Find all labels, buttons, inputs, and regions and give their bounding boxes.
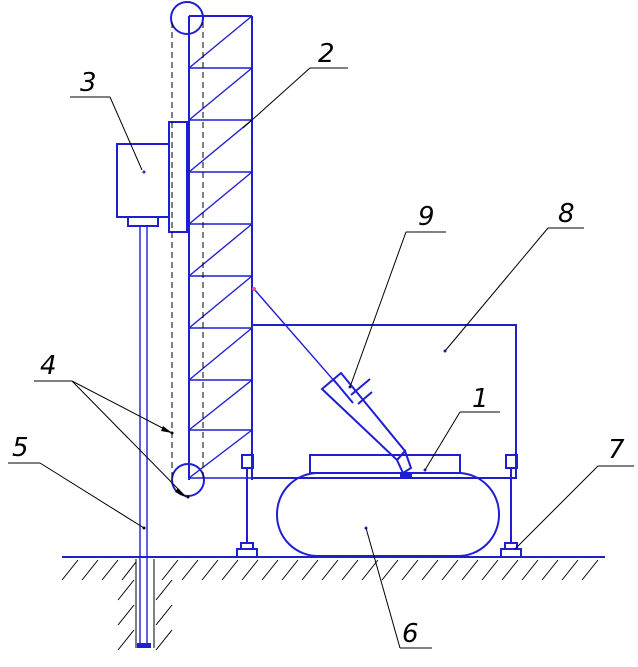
callout-8-label: 8 xyxy=(558,199,575,229)
callout-9: 9 xyxy=(349,202,446,388)
callout-7-label: 7 xyxy=(608,435,625,465)
callout-3: 3 xyxy=(70,68,143,171)
callout-4-label: 4 xyxy=(40,351,57,381)
left-outrigger xyxy=(236,454,258,558)
ground xyxy=(61,556,605,581)
hydraulic-cylinder xyxy=(252,287,413,477)
callout-9-label: 9 xyxy=(418,202,435,232)
callout-6-label: 6 xyxy=(402,619,419,649)
callout-7: 7 xyxy=(514,435,634,550)
callout-5: 5 xyxy=(8,433,146,530)
mast xyxy=(188,15,253,480)
top-sheave xyxy=(170,1,204,35)
callout-2-label: 2 xyxy=(318,39,335,69)
borehole xyxy=(117,559,173,651)
right-outrigger xyxy=(500,454,522,558)
drill-rod xyxy=(137,225,151,648)
callout-2: 2 xyxy=(242,39,348,129)
chain-drive xyxy=(171,22,204,478)
callout-1-label: 1 xyxy=(472,384,489,414)
callout-3-label: 3 xyxy=(80,68,97,98)
callout-5-label: 5 xyxy=(12,433,29,463)
carriage-plate xyxy=(168,121,188,233)
track-frame xyxy=(309,454,461,474)
drive-head xyxy=(116,143,170,227)
callout-8: 8 xyxy=(444,199,584,352)
callout-1: 1 xyxy=(424,384,500,471)
callout-4: 4 xyxy=(34,351,190,499)
callout-6: 6 xyxy=(365,527,432,649)
crawler-track xyxy=(276,472,500,557)
